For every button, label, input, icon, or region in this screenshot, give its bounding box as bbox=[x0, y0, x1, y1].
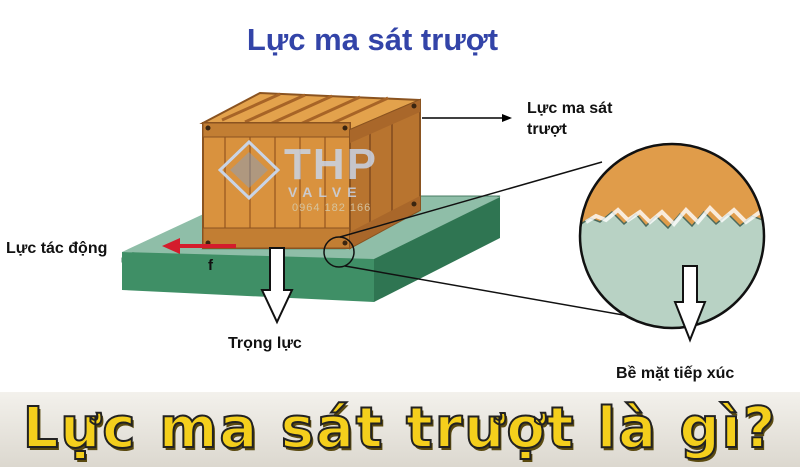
friction-diagram bbox=[121, 91, 766, 343]
contact-arrow bbox=[673, 265, 707, 343]
watermark-logo-icon bbox=[218, 140, 280, 200]
diagram-title: Lực ma sát trượt bbox=[246, 22, 499, 57]
banner-headline: Lực ma sát trượt là gì? bbox=[22, 395, 778, 462]
banner-background bbox=[0, 392, 800, 467]
friction-label-line1: Lực ma sát bbox=[527, 100, 613, 117]
watermark-brand: THP bbox=[284, 140, 378, 189]
friction-label-line2: trượt bbox=[527, 121, 567, 138]
contact-surface-label: Bề mặt tiếp xúc bbox=[616, 365, 735, 382]
force-symbol-label: f bbox=[208, 257, 213, 274]
surface-side-face bbox=[374, 197, 500, 302]
watermark-sub: VALVE bbox=[288, 184, 363, 200]
gravity-arrow bbox=[260, 247, 294, 325]
applied-force-arrow bbox=[162, 238, 236, 254]
gravity-label: Trọng lực bbox=[228, 335, 302, 352]
magnified-contact-view bbox=[580, 144, 764, 328]
surface-front-face bbox=[122, 252, 374, 302]
watermark-phone: 0964 182 166 bbox=[292, 202, 372, 214]
zoom-source-circle bbox=[323, 236, 355, 268]
friction-label: Lực ma sát trượt bbox=[527, 98, 667, 140]
friction-pointer bbox=[422, 114, 512, 122]
applied-force-label: Lực tác động bbox=[6, 240, 108, 257]
